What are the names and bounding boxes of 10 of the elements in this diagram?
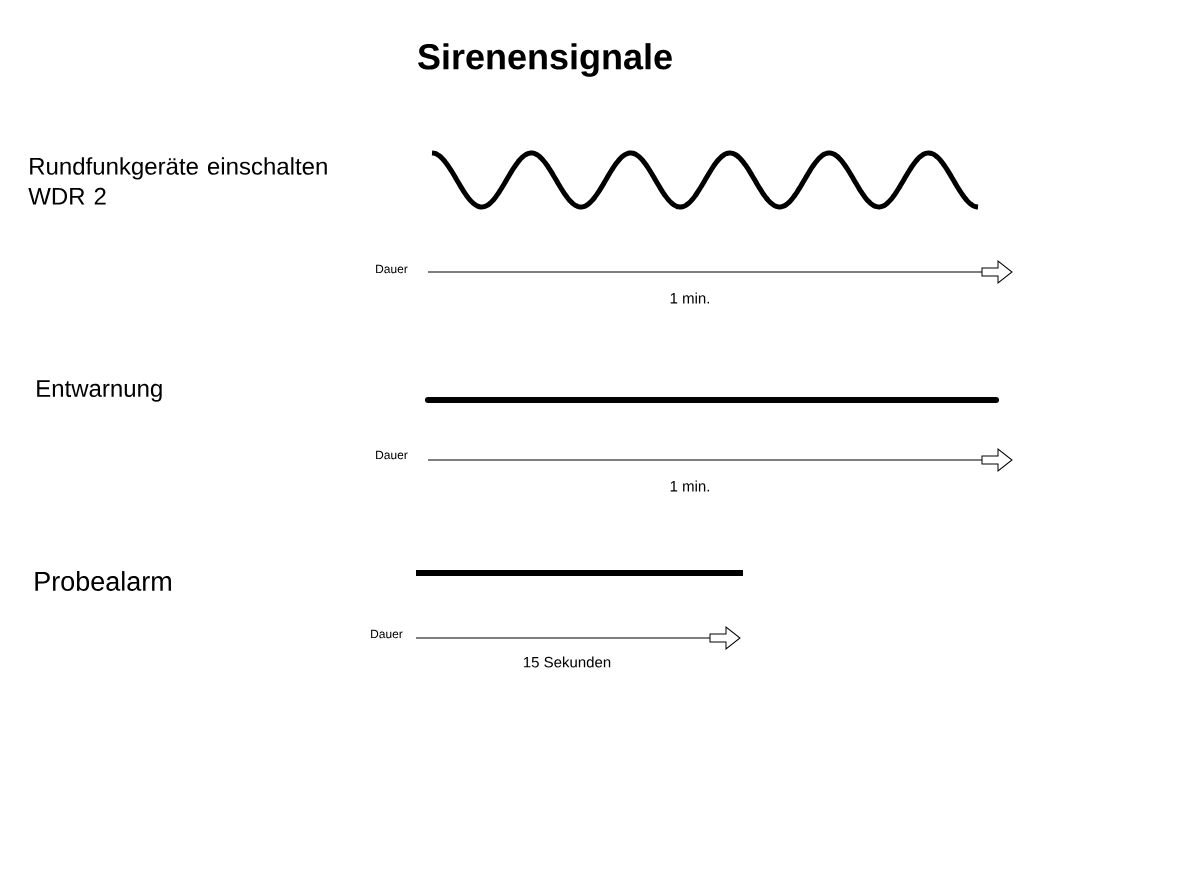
- duration-label: 1 min.: [670, 292, 710, 304]
- duration-label: 1 min.: [670, 480, 710, 492]
- signal-name: Rundfunkgeräte einschalten WDR 2: [28, 157, 327, 205]
- axis-label: Dauer: [376, 264, 408, 274]
- axis-label: Dauer: [376, 450, 408, 460]
- signal-name: Probealarm: [35, 571, 171, 591]
- signal-name: Entwarnung: [37, 380, 162, 402]
- duration-label: 15 Sekunden: [523, 656, 611, 668]
- title: Sirenensignale: [418, 43, 672, 77]
- axis-label: Dauer: [371, 629, 403, 639]
